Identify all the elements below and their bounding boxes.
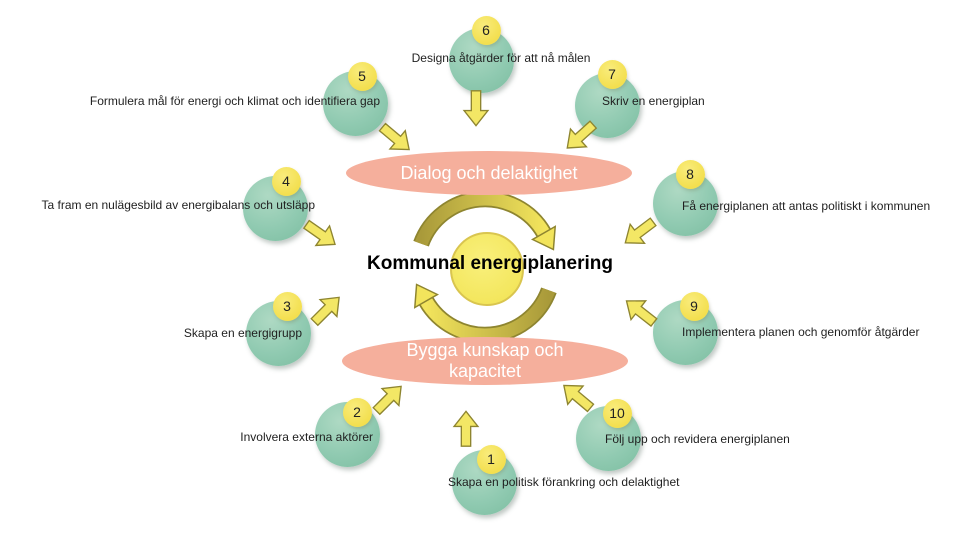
step-number-badge: 2 (342, 397, 372, 427)
phase-bottom-label: Bygga kunskap och kapacitet (406, 340, 564, 381)
step-label: Följ upp och revidera energiplanen (605, 432, 790, 446)
arrow-to-center-icon (302, 219, 336, 247)
arrow-to-center-icon (563, 384, 595, 413)
step-number-badge: 8 (675, 159, 705, 189)
step-number-badge: 6 (471, 15, 501, 45)
arrow-to-center-icon (624, 217, 657, 244)
step-number-badge: 4 (271, 166, 301, 196)
step-label: Involvera externa aktörer (240, 430, 373, 444)
arrow-to-center-icon (566, 120, 598, 149)
step-label: Skapa en energigrupp (183, 326, 302, 340)
arrow-to-center-icon (462, 90, 490, 127)
step-number-badge: 7 (597, 59, 627, 89)
step-label: Implementera planen och genomför åtgärde… (682, 325, 920, 339)
arrow-to-center-icon (452, 410, 480, 447)
phase-ellipse-top: Dialog och delaktighet (346, 151, 632, 195)
step-number-badge: 3 (272, 291, 302, 321)
step-number-badge: 1 (476, 444, 506, 474)
step-number-badge: 9 (679, 291, 709, 321)
diagram-title: Kommunal energiplanering (367, 253, 613, 274)
step-label: Formulera mål för energi och klimat och … (89, 94, 380, 108)
arrow-to-center-icon (372, 385, 402, 416)
step-label: Skapa en politisk förankring och delakti… (448, 475, 680, 489)
step-label: Designa åtgärder för att nå målen (411, 51, 591, 65)
step-label: Skriv en energiplan (602, 94, 705, 108)
phase-top-label: Dialog och delaktighet (400, 163, 578, 183)
arrow-to-center-icon (310, 296, 340, 327)
step-label: Ta fram en nulägesbild av energibalans o… (41, 198, 315, 212)
step-number-badge: 5 (347, 61, 377, 91)
step-label: Få energiplanen att antas politiskt i ko… (682, 199, 931, 213)
step-number-badge: 10 (602, 398, 632, 428)
arrow-to-center-icon (625, 300, 658, 327)
arrow-to-center-icon (378, 122, 410, 151)
phase-ellipse-bottom: Bygga kunskap och kapacitet (342, 337, 628, 385)
